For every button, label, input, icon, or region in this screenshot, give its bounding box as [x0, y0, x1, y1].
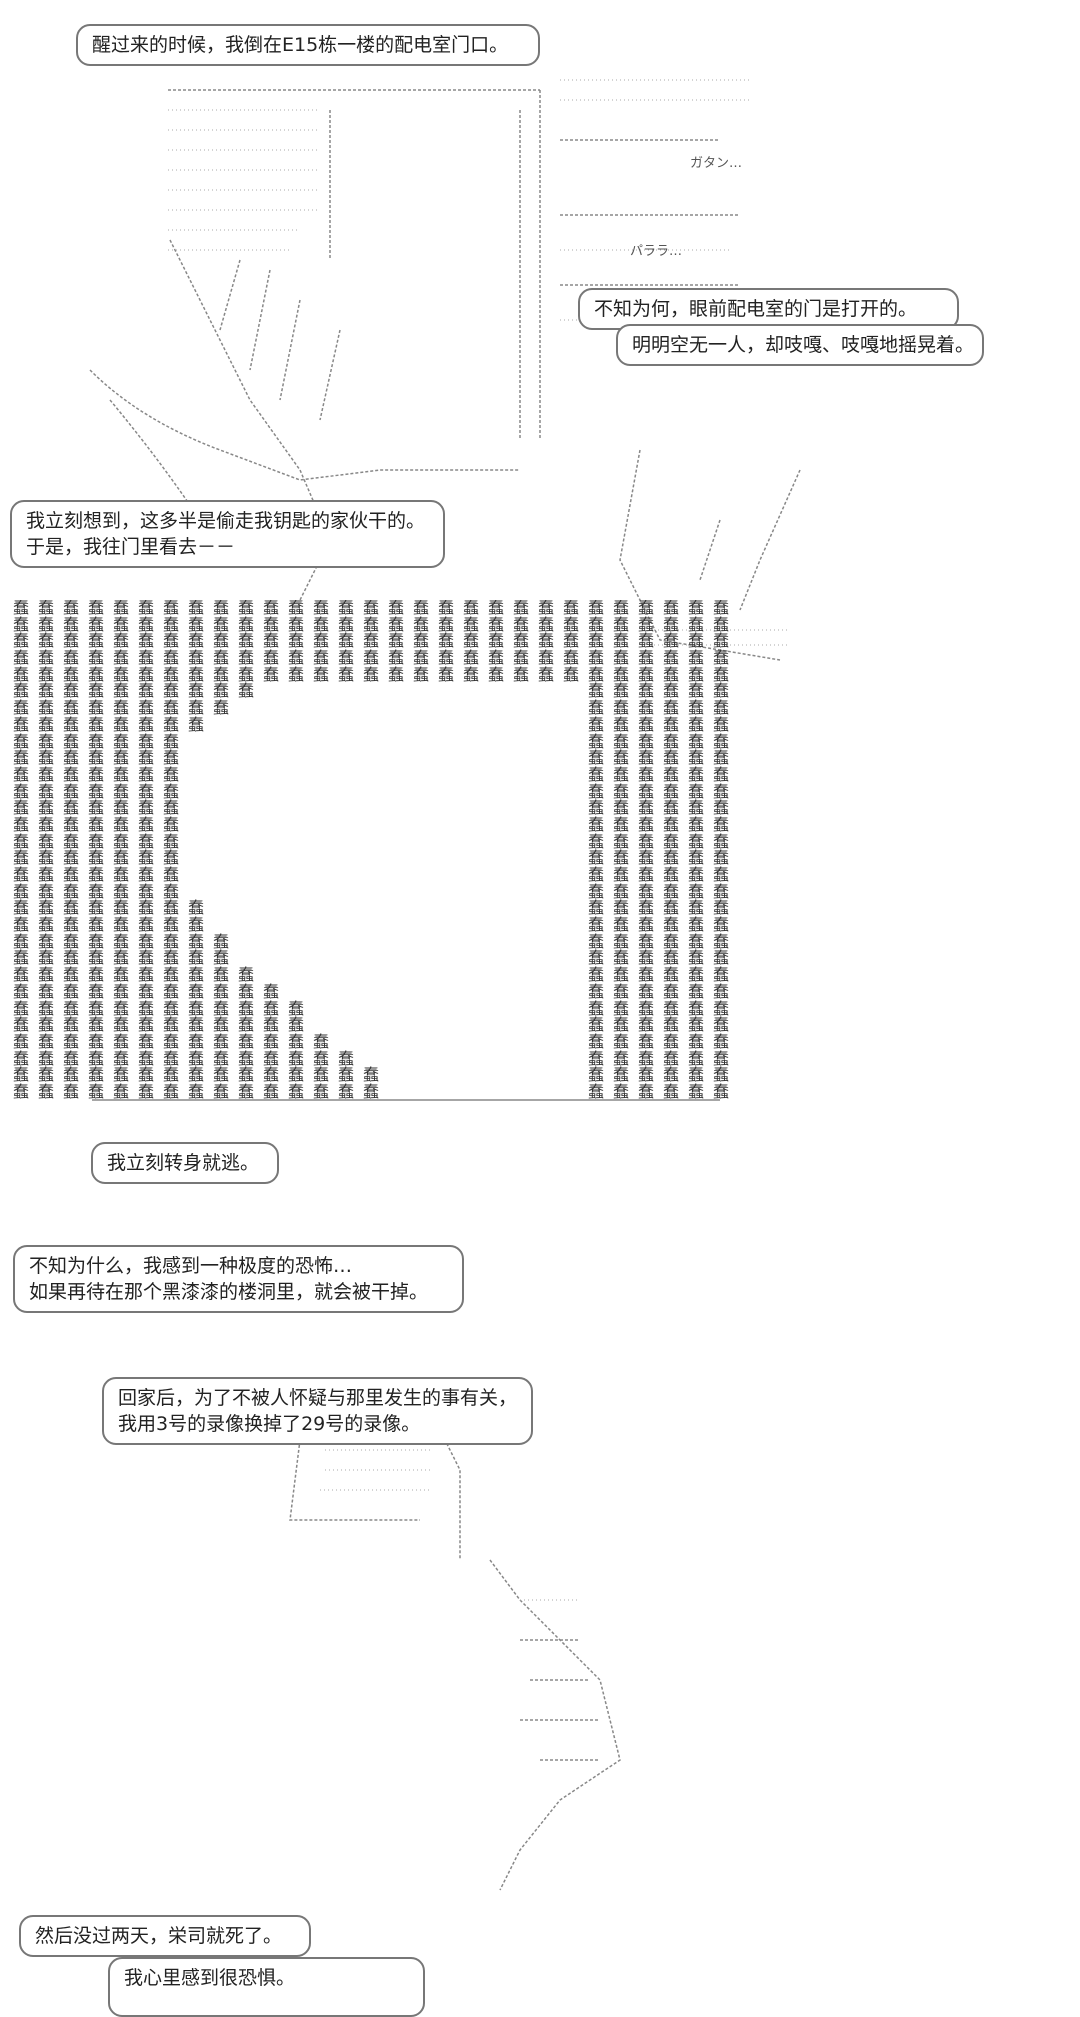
- art-row: 蠢蠢蠢蠢蠢蠢蠢 蠢蠢蠢蠢蠢蠢: [13, 881, 739, 901]
- art-row: 蠢蠢蠢蠢蠢蠢蠢蠢蠢蠢蠢蠢 蠢蠢蠢蠢蠢蠢: [13, 1015, 739, 1035]
- caption-text: 不知为什么，我感到一种极度的恐怖…: [29, 1255, 353, 1277]
- caption-text: 我心里感到很恐惧。: [124, 1967, 296, 1989]
- caption-text: 明明空无一人，却吱嘎、吱嘎地摇晃着。: [632, 334, 975, 356]
- caption-text: 如果再待在那个黑漆漆的楼洞里，就会被干掉。: [29, 1281, 429, 1303]
- art-row: 蠢蠢蠢蠢蠢蠢蠢 蠢蠢蠢蠢蠢蠢: [13, 831, 739, 851]
- art-row: 蠢蠢蠢蠢蠢蠢蠢蠢蠢蠢蠢蠢 蠢蠢蠢蠢蠢蠢: [13, 998, 739, 1018]
- caption-bubble-7: 回家后，为了不被人怀疑与那里发生的事有关， 我用3号的录像换掉了29号的录像。: [102, 1377, 533, 1445]
- art-row: 蠢蠢蠢蠢蠢蠢蠢 蠢蠢蠢蠢蠢蠢: [13, 798, 739, 818]
- caption-bubble-3: 明明空无一人，却吱嘎、吱嘎地摇晃着。: [616, 324, 984, 366]
- caption-text: 醒过来的时候，我倒在E15栋一楼的配电室门口。: [92, 34, 509, 56]
- art-row: 蠢蠢蠢蠢蠢蠢蠢 蠢蠢蠢蠢蠢蠢: [13, 848, 739, 868]
- caption-text: 不知为何，眼前配电室的门是打开的。: [594, 298, 918, 320]
- art-row: 蠢蠢蠢蠢蠢蠢蠢 蠢蠢蠢蠢蠢蠢: [13, 731, 739, 751]
- art-row: 蠢蠢蠢蠢蠢蠢蠢蠢蠢 蠢蠢蠢蠢蠢蠢: [13, 931, 739, 951]
- caption-text: 回家后，为了不被人怀疑与那里发生的事有关，: [118, 1387, 518, 1409]
- art-row: 蠢蠢蠢蠢蠢蠢蠢蠢蠢蠢蠢 蠢蠢蠢蠢蠢蠢: [13, 981, 739, 1001]
- art-row: 蠢蠢蠢蠢蠢蠢蠢 蠢蠢蠢蠢蠢蠢: [13, 748, 739, 768]
- art-row: 蠢蠢蠢蠢蠢蠢蠢蠢蠢蠢蠢蠢蠢蠢蠢蠢蠢蠢蠢蠢蠢蠢蠢蠢蠢蠢蠢蠢蠢: [13, 600, 739, 617]
- caption-bubble-5: 我立刻转身就逃。: [91, 1142, 279, 1184]
- art-row: 蠢蠢蠢蠢蠢蠢蠢 蠢蠢蠢蠢蠢蠢: [13, 865, 739, 884]
- art-row: 蠢蠢蠢蠢蠢蠢蠢 蠢蠢蠢蠢蠢蠢: [13, 781, 739, 801]
- dark-stairwell-figure-art: 蠢蠢蠢蠢蠢蠢蠢蠢蠢蠢蠢蠢蠢蠢蠢蠢蠢蠢蠢蠢蠢蠢蠢蠢蠢蠢蠢蠢蠢蠢蠢蠢蠢蠢蠢蠢蠢蠢蠢蠢…: [13, 600, 773, 1100]
- caption-bubble-9: 我心里感到很恐惧。: [108, 1957, 425, 2017]
- art-row: 蠢蠢蠢蠢蠢蠢蠢蠢 蠢蠢蠢蠢蠢蠢: [13, 915, 739, 935]
- art-row: 蠢蠢蠢蠢蠢蠢蠢蠢 蠢蠢蠢蠢蠢蠢: [13, 714, 739, 734]
- caption-bubble-4: 我立刻想到，这多半是偷走我钥匙的家伙干的。 于是，我往门里看去－－: [10, 500, 445, 568]
- art-row: 蠢蠢蠢蠢蠢蠢蠢蠢蠢蠢蠢蠢蠢蠢 蠢蠢蠢蠢蠢蠢: [13, 1048, 739, 1068]
- art-row: 蠢蠢蠢蠢蠢蠢蠢蠢 蠢蠢蠢蠢蠢蠢: [13, 898, 739, 918]
- art-row: 蠢蠢蠢蠢蠢蠢蠢蠢蠢蠢 蠢蠢蠢蠢蠢蠢: [13, 681, 739, 701]
- caption-text: 我立刻想到，这多半是偷走我钥匙的家伙干的。: [26, 510, 426, 532]
- caption-text: 我立刻转身就逃。: [107, 1152, 260, 1174]
- art-row: 蠢蠢蠢蠢蠢蠢蠢 蠢蠢蠢蠢蠢蠢: [13, 814, 739, 834]
- caption-text: 我用3号的录像换掉了29号的录像。: [118, 1413, 421, 1435]
- caption-bubble-2: 不知为何，眼前配电室的门是打开的。: [578, 288, 959, 330]
- caption-text: 于是，我往门里看去－－: [26, 536, 236, 558]
- art-row: 蠢蠢蠢蠢蠢蠢蠢蠢蠢 蠢蠢蠢蠢蠢蠢: [13, 948, 739, 968]
- caption-bubble-1: 醒过来的时候，我倒在E15栋一楼的配电室门口。: [76, 24, 540, 66]
- art-row: 蠢蠢蠢蠢蠢蠢蠢蠢蠢蠢蠢蠢蠢 蠢蠢蠢蠢蠢蠢: [13, 1031, 739, 1051]
- art-row: 蠢蠢蠢蠢蠢蠢蠢蠢蠢蠢蠢蠢蠢蠢蠢蠢蠢蠢蠢蠢蠢蠢蠢蠢蠢蠢蠢蠢蠢: [13, 648, 739, 668]
- caption-text: 然后没过两天，栄司就死了。: [35, 1925, 283, 1947]
- caption-bubble-8: 然后没过两天，栄司就死了。: [19, 1915, 311, 1957]
- art-row: 蠢蠢蠢蠢蠢蠢蠢 蠢蠢蠢蠢蠢蠢: [13, 764, 739, 784]
- art-row: 蠢蠢蠢蠢蠢蠢蠢蠢蠢蠢蠢蠢蠢蠢蠢蠢蠢蠢蠢蠢蠢蠢蠢蠢蠢蠢蠢蠢蠢: [13, 614, 739, 634]
- art-row: 蠢蠢蠢蠢蠢蠢蠢蠢蠢蠢蠢蠢蠢蠢蠢蠢蠢蠢蠢蠢蠢蠢蠢蠢蠢蠢蠢蠢蠢: [13, 631, 739, 651]
- art-row: 蠢蠢蠢蠢蠢蠢蠢蠢蠢 蠢蠢蠢蠢蠢蠢: [13, 698, 739, 718]
- art-row: 蠢蠢蠢蠢蠢蠢蠢蠢蠢蠢蠢蠢蠢蠢蠢 蠢蠢蠢蠢蠢蠢: [13, 1081, 739, 1100]
- sound-effect-door-bang: ガタン…: [690, 156, 743, 171]
- sound-effect-flutter: パララ…: [630, 244, 683, 259]
- art-row: 蠢蠢蠢蠢蠢蠢蠢蠢蠢蠢蠢蠢蠢蠢蠢 蠢蠢蠢蠢蠢蠢: [13, 1065, 739, 1085]
- caption-bubble-6: 不知为什么，我感到一种极度的恐怖… 如果再待在那个黑漆漆的楼洞里，就会被干掉。: [13, 1245, 464, 1313]
- art-row: 蠢蠢蠢蠢蠢蠢蠢蠢蠢蠢 蠢蠢蠢蠢蠢蠢: [13, 965, 739, 985]
- art-row: 蠢蠢蠢蠢蠢蠢蠢蠢蠢蠢蠢蠢蠢蠢蠢蠢蠢蠢蠢蠢蠢蠢蠢蠢蠢蠢蠢蠢蠢: [13, 664, 739, 684]
